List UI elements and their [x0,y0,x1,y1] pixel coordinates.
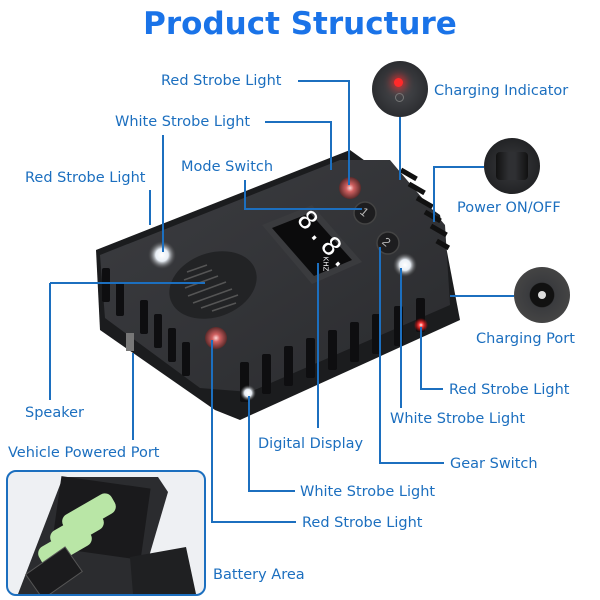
power-switch-icon [496,152,528,180]
vehicle-port [126,333,134,351]
label-red-strobe-light-right: Red Strobe Light [449,382,570,398]
label-charging-port: Charging Port [476,331,575,347]
red-strobe-led-left [205,327,227,349]
left-ridges [102,268,190,376]
page-title: Product Structure [143,6,457,42]
right-ridges [399,167,451,251]
label-digital-display: Digital Display [258,436,364,452]
battery-illustration [18,476,196,594]
battery-area-inset [6,470,206,596]
red-strobe-led-front [414,318,428,332]
speaker-grille [169,251,257,319]
label-mode-switch: Mode Switch [181,159,274,175]
red-strobe-led-top [339,177,361,199]
label-power-on-off: Power ON/OFF [457,200,561,216]
white-strobe-led-front [240,385,256,401]
label-white-strobe-light-top: White Strobe Light [115,114,251,130]
label-charging-indicator: Charging Indicator [434,83,569,99]
white-strobe-led-right [393,253,417,277]
charging-port-icon [538,291,546,299]
label-red-strobe-light-bottom: Red Strobe Light [302,515,423,531]
label-red-strobe-light-left: Red Strobe Light [25,170,146,186]
label-white-strobe-light-bottom: White Strobe Light [300,484,436,500]
white-strobe-led-top-left [148,241,176,269]
power-button-closeup [484,138,540,194]
charging-port-closeup [514,267,570,323]
charging-indicator-closeup [372,61,428,117]
label-gear-switch: Gear Switch [450,456,538,472]
label-red-strobe-light-top: Red Strobe Light [161,73,282,89]
label-vehicle-powered-port: Vehicle Powered Port [8,445,160,461]
gear-switch-button [376,231,400,255]
label-speaker: Speaker [25,405,84,421]
label-white-strobe-light-right: White Strobe Light [390,411,526,427]
label-battery-area: Battery Area [213,567,305,583]
battery-cover [130,547,196,594]
charging-indicator-led-icon [394,78,403,87]
mode-switch-button [353,201,377,225]
digital-display-screen [262,205,362,284]
